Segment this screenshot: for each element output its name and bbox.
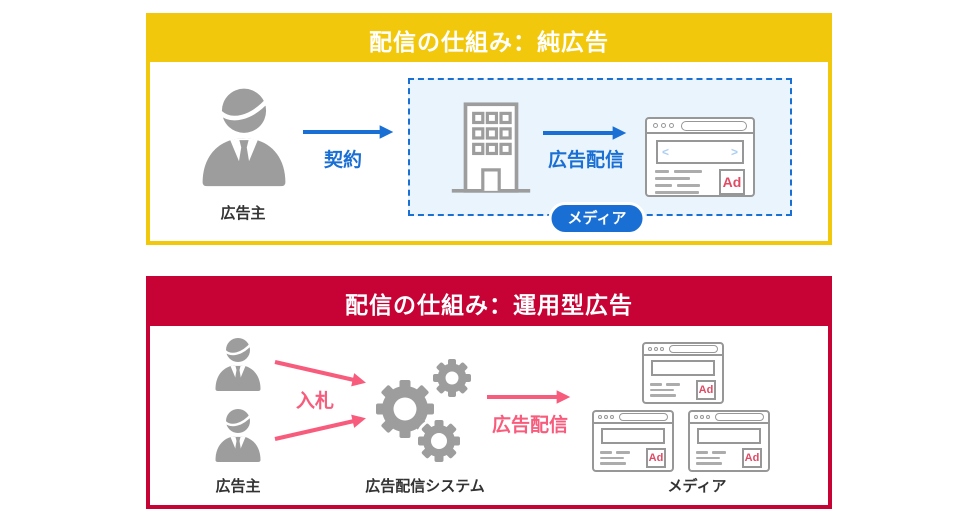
pure-ad-panel-title: 配信の仕組み：純広告 [369, 28, 609, 55]
browser-dot-icon [669, 123, 674, 128]
webpage-icon: < > Ad [645, 117, 755, 197]
bid-label: 入札 [295, 391, 335, 412]
banner-placeholder [651, 360, 715, 376]
text-lines [696, 451, 737, 465]
browser-toolbar [690, 412, 768, 424]
webpage-icon: Ad [592, 410, 674, 472]
ad-badge: Ad [646, 448, 666, 468]
bid-arrow [274, 414, 366, 441]
browser-dot-icon [654, 347, 658, 351]
browser-dot-icon [598, 415, 602, 419]
advertiser-person-icon [213, 407, 263, 463]
pure-ad-panel-header: 配信の仕組み：純広告 [150, 17, 828, 62]
browser-toolbar [594, 412, 672, 424]
gears-icon [375, 354, 475, 465]
carousel-placeholder: < > [656, 140, 744, 164]
browser-dot-icon [694, 415, 698, 419]
browser-dot-icon [648, 347, 652, 351]
programmatic-ad-panel-header: 配信の仕組み：運用型広告 [150, 280, 828, 326]
webpage-icon: Ad [688, 410, 770, 472]
advertiser-person-icon [213, 336, 263, 392]
chevron-right-icon: > [730, 145, 738, 159]
advertiser-label: 広告主 [215, 478, 261, 495]
ad-badge: Ad [742, 448, 762, 468]
webpage-content: Ad [655, 169, 745, 195]
advertiser-person-icon [198, 85, 290, 188]
address-bar [619, 413, 668, 421]
system-label: 広告配信システム [365, 478, 485, 495]
browser-dot-icon [604, 415, 608, 419]
browser-toolbar [647, 119, 753, 134]
media-label: メディア [667, 478, 727, 495]
browser-dot-icon [706, 415, 710, 419]
browser-dot-icon [653, 123, 658, 128]
browser-dot-icon [700, 415, 704, 419]
browser-dot-icon [661, 123, 666, 128]
text-lines [655, 170, 712, 194]
address-bar [715, 413, 764, 421]
text-lines [650, 383, 691, 397]
programmatic-ad-panel-title: 配信の仕組み：運用型広告 [345, 292, 633, 318]
pure-ad-panel: 配信の仕組み：純広告 [146, 13, 832, 245]
bid-arrow [274, 360, 366, 387]
building-icon [450, 100, 532, 196]
delivery-label: 広告配信 [547, 150, 625, 171]
ad-badge: Ad [719, 169, 745, 195]
media-badge: メディア [548, 202, 646, 235]
browser-dot-icon [610, 415, 614, 419]
ad-badge: Ad [696, 380, 716, 400]
contract-label: 契約 [323, 150, 363, 171]
delivery-label: 広告配信 [491, 415, 569, 436]
banner-placeholder [697, 428, 761, 444]
browser-dot-icon [660, 347, 664, 351]
webpage-icon: Ad [642, 342, 724, 404]
text-lines [600, 451, 641, 465]
browser-toolbar [644, 344, 722, 356]
webpage-content: Ad [600, 448, 666, 468]
address-bar [669, 345, 718, 353]
programmatic-ad-panel: 配信の仕組み：運用型広告 [146, 276, 832, 509]
address-bar [681, 120, 747, 131]
media-dashed-box: < > Ad [408, 78, 792, 216]
webpage-content: Ad [650, 380, 716, 400]
chevron-left-icon: < [662, 145, 670, 159]
banner-placeholder [601, 428, 665, 444]
advertiser-label: 広告主 [220, 205, 266, 222]
webpage-content: Ad [696, 448, 762, 468]
